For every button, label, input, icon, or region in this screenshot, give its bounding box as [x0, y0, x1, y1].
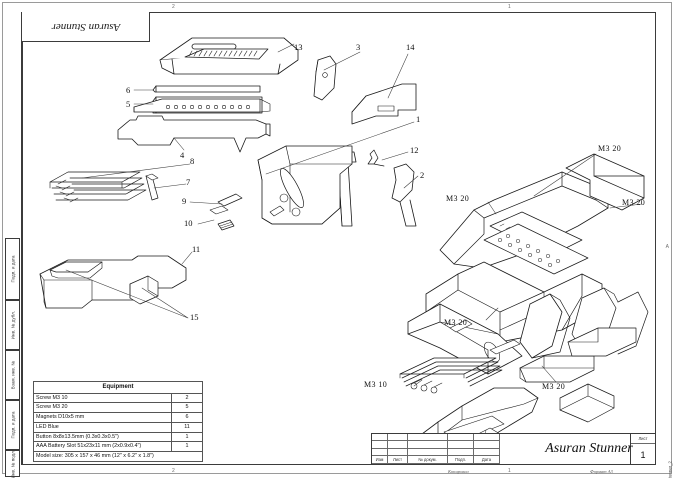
equipment-name: Button 8x8x13.5mm (0.3x0.3x0.5")	[33, 431, 172, 443]
callout-7: 7	[186, 177, 191, 187]
sheet-number: 1	[640, 449, 646, 460]
table-row: Magnets D10x5 mm 6	[33, 412, 203, 423]
sheet-caption: Лист	[631, 434, 655, 444]
table-row: LED Blue 11	[33, 421, 203, 433]
right-edge-strip: A 3ddr_instruction_Asuran_Stunner_2	[654, 12, 674, 478]
equipment-name: Screw M3 20	[33, 402, 172, 413]
column-header-list: Лист	[388, 456, 408, 464]
callout-4: 4	[180, 150, 185, 160]
column-header-nomer-dokum: № докум.	[408, 456, 448, 464]
column-header-izm: Изм	[372, 456, 388, 464]
revision-cell	[408, 448, 448, 456]
drawing-frame	[22, 12, 656, 465]
equipment-name: Magnets D10x5 mm	[33, 412, 172, 423]
drawing-canvas: 13 6 5 4 3 14 1 12 2 8 7 9 10 11 15 M3 2…	[22, 12, 656, 465]
title-block: Изм Лист № докум. Подп. Дата Asuran Stun…	[371, 433, 656, 465]
zone-mark-top-right: 1	[508, 4, 511, 10]
equipment-qty: 1	[171, 431, 203, 443]
side-field-label: Подп. и дата	[10, 255, 15, 283]
equipment-qty: 2	[171, 392, 203, 404]
callout-12: 12	[410, 145, 419, 155]
equipment-table: Equipment Screw M3 10 2 Screw M3 20 5 Ma…	[33, 381, 203, 462]
column-header-podp: Подп.	[448, 456, 474, 464]
equipment-qty: 6	[171, 412, 203, 423]
revision-cell	[474, 441, 500, 449]
callout-15: 15	[190, 312, 199, 322]
revision-cell	[448, 434, 474, 442]
revision-cell	[372, 441, 388, 449]
paper-edge	[2, 2, 672, 474]
revision-cell	[388, 434, 408, 442]
revision-cell	[408, 441, 448, 449]
revision-cell	[408, 434, 448, 442]
title-block-sheet: Лист 1	[631, 434, 655, 464]
callout-14: 14	[406, 42, 415, 52]
drawing-file-label: 3ddr_instruction_Asuran_Stunner_2	[667, 461, 672, 478]
side-field-label: Взам. инв. №	[10, 360, 15, 390]
rotated-title-box: Asuran Stunner	[22, 12, 150, 42]
revision-cell	[474, 434, 500, 442]
side-field-podp-i-data-2: Подп. и дата	[5, 400, 20, 450]
callout-1: 1	[416, 114, 421, 124]
zone-mark-bottom-left: 2	[172, 468, 175, 474]
callout-6: 6	[126, 85, 131, 95]
revision-cell	[474, 448, 500, 456]
fastener-label-m3-20-d: M3 20	[444, 318, 468, 327]
drawing-name-text: Asuran Stunner	[545, 441, 633, 456]
side-field-inv-dubl: Инв. № дубл.	[5, 300, 20, 350]
callout-13: 13	[294, 42, 303, 52]
equipment-qty: 5	[171, 402, 203, 413]
side-field-inv-podl: Инв. № подл.	[5, 449, 20, 478]
exploded-assembly-illustration	[39, 37, 649, 463]
side-field-vzam-inv: Взам. инв. №	[5, 350, 20, 400]
table-row: Button 8x8x13.5mm (0.3x0.3x0.5") 1	[33, 431, 203, 443]
equipment-qty: 11	[171, 421, 203, 433]
callout-5: 5	[126, 99, 131, 109]
equipment-name: AAA Battery Slot 51x23x11 mm (2x0.9x0.4"…	[33, 441, 172, 452]
equipment-table-body: Screw M3 10 2 Screw M3 20 5 Magnets D10x…	[33, 392, 203, 462]
table-row-model-size: Model size: 305 x 157 x 46 mm (12" x 6.2…	[33, 451, 203, 462]
copied-note: Копировал	[448, 469, 469, 474]
fastener-label-m3-20-b: M3 20	[446, 194, 470, 203]
revision-cell	[372, 434, 388, 442]
title-block-revision-grid: Изм Лист № докум. Подп. Дата	[372, 434, 547, 464]
callout-9: 9	[182, 196, 187, 206]
model-size-note: Model size: 305 x 157 x 46 mm (12" x 6.2…	[33, 451, 203, 462]
table-row: Screw M3 10 2	[33, 392, 203, 404]
callout-10: 10	[184, 218, 193, 228]
callout-11: 11	[192, 244, 201, 254]
side-field-label: Инв. № подл.	[10, 449, 15, 478]
column-header-data: Дата	[474, 456, 500, 464]
table-row: Screw M3 20 5	[33, 402, 203, 413]
fastener-label-m3-20-a: M3 20	[598, 144, 622, 153]
table-row: AAA Battery Slot 51x23x11 mm (2x0.9x0.4"…	[33, 441, 203, 452]
equipment-qty: 1	[171, 441, 203, 452]
equipment-name: Screw M3 10	[33, 392, 172, 404]
revision-cell	[448, 441, 474, 449]
fastener-label-m3-20-e: M3 20	[542, 382, 566, 391]
revision-cell	[372, 448, 388, 456]
side-field-label: Инв. № дубл.	[10, 310, 15, 340]
format-note: Формат A3	[590, 469, 613, 474]
side-field-podp-i-data-1: Подп. и дата	[5, 238, 20, 300]
revision-cell	[388, 441, 408, 449]
gost-side-column: Подп. и дата Инв. № дубл. Взам. инв. № П…	[2, 12, 22, 478]
zone-mark-top-left: 2	[172, 4, 175, 10]
equipment-name: LED Blue	[33, 421, 172, 433]
callout-3: 3	[356, 42, 361, 52]
callout-8: 8	[190, 156, 195, 166]
zone-mark-bottom-right: 1	[508, 468, 511, 474]
revision-cell	[448, 448, 474, 456]
fastener-label-m3-10-a: M3 10	[364, 380, 388, 389]
zone-letter: A	[665, 244, 669, 250]
revision-cell	[388, 448, 408, 456]
title-block-drawing-name: Asuran Stunner	[545, 434, 633, 464]
side-field-label: Подп. и дата	[10, 411, 15, 439]
equipment-table-title: Equipment	[33, 381, 203, 394]
callout-2: 2	[420, 170, 425, 180]
fastener-label-m3-20-c: M3 20	[622, 198, 646, 207]
